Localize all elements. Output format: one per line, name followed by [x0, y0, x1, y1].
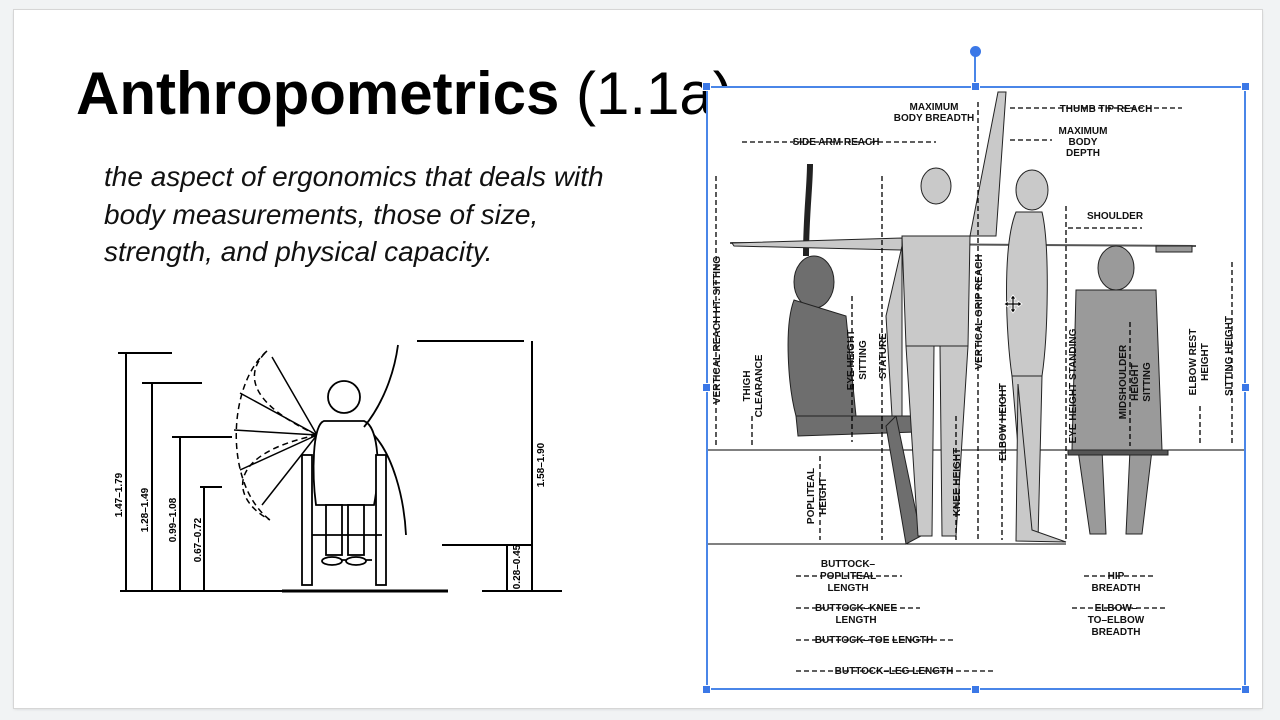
label-elbow-to-elbow-1: ELBOW– [1095, 603, 1138, 614]
label-buttock-knee-2: LENGTH [835, 615, 876, 626]
seated-side-figure [787, 163, 922, 545]
label-hip-breadth-2: BREADTH [1092, 583, 1141, 594]
dim-label-3: 0.99–1.08 [168, 497, 179, 542]
label-thumb-tip-reach: THUMB TIP REACH [1060, 104, 1153, 115]
label-vertical-grip-reach: VERTICAL GRIP REACH [974, 254, 985, 369]
resize-handle-top-right[interactable] [1241, 82, 1250, 91]
dim-label-1: 1.47–1.79 [114, 472, 125, 517]
wheelchair-reach-diagram[interactable]: 1.47–1.79 1.28–1.49 0.99–1.08 0.67–0.72 … [112, 335, 572, 600]
resize-handle-top-center[interactable] [971, 82, 980, 91]
label-midshoulder-1: MIDSHOULDER [1118, 344, 1129, 419]
dim-label-2: 1.28–1.49 [140, 487, 151, 532]
resize-handle-bottom-center[interactable] [971, 685, 980, 694]
label-buttock-popliteal-3: LENGTH [827, 583, 868, 594]
label-elbow-rest-1: ELBOW REST [1188, 329, 1199, 396]
resize-handle-top-left[interactable] [702, 82, 711, 91]
label-shoulder: SHOULDER [1087, 211, 1144, 222]
label-elbow-to-elbow-3: BREADTH [1092, 627, 1141, 638]
label-thigh-clearance-2: CLEARANCE [754, 354, 765, 417]
dim-label-6: 0.28–0.45 [512, 544, 523, 589]
label-elbow-to-elbow-2: TO–ELBOW [1088, 615, 1145, 626]
label-max-body-breadth-1: MAXIMUM [910, 102, 959, 113]
label-midshoulder-3: SITTING [1142, 362, 1153, 402]
seated-rear-figure [1067, 245, 1193, 535]
resize-handle-middle-right[interactable] [1241, 383, 1250, 392]
label-buttock-knee-1: BUTTOCK–KNEE [815, 603, 897, 614]
title-main: Anthropometrics [76, 60, 560, 127]
rotation-stem [974, 52, 976, 88]
label-side-arm-reach: SIDE ARM REACH [793, 137, 880, 148]
resize-handle-middle-left[interactable] [702, 383, 711, 392]
label-max-body-depth-2: BODY [1069, 137, 1098, 148]
resize-handle-bottom-left[interactable] [702, 685, 711, 694]
label-elbow-height: ELBOW HEIGHT [998, 383, 1009, 461]
label-popliteal-height-1: POPLITEAL [806, 468, 817, 524]
rotate-handle[interactable] [970, 46, 981, 57]
label-elbow-rest-2: HEIGHT [1200, 343, 1211, 381]
label-popliteal-height-2: HEIGHT [818, 477, 829, 515]
label-eye-height-sitting-1: EYE HEIGHT [846, 330, 857, 391]
label-buttock-popliteal-2: POPLITEAL [820, 571, 876, 582]
slide-title[interactable]: Anthropometrics (1.1a) [76, 58, 733, 130]
label-sitting-height: SITTING HEIGHT [1224, 316, 1235, 396]
label-max-body-breadth-2: BODY BREADTH [894, 113, 974, 124]
resize-handle-bottom-right[interactable] [1241, 685, 1250, 694]
label-vertical-reach-sitting: VERTICAL REACH HT. SITTING [712, 256, 723, 404]
label-hip-breadth-1: HIP [1108, 571, 1125, 582]
label-max-body-depth-3: DEPTH [1066, 148, 1100, 159]
label-stature: STATURE [878, 333, 889, 379]
label-knee-height: KNEE HEIGHT [952, 448, 963, 516]
anthropometric-measurements-image[interactable]: MAXIMUM BODY BREADTH SIDE ARM REACH THUM… [706, 86, 1246, 680]
label-max-body-depth-1: MAXIMUM [1059, 126, 1108, 137]
side-standing-figure [1006, 169, 1067, 543]
label-eye-height-sitting-2: SITTING [858, 340, 869, 380]
label-buttock-popliteal-1: BUTTOCK– [821, 559, 876, 570]
front-standing-figure [731, 91, 1007, 537]
dim-label-5: 1.58–1.90 [536, 442, 547, 487]
label-midshoulder-2: HEIGHT [1130, 363, 1141, 401]
label-buttock-leg: BUTTOCK–LEG LENGTH [835, 666, 954, 677]
label-buttock-toe: BUTTOCK–TOE LENGTH [815, 635, 934, 646]
label-eye-height-standing: EYE HEIGHT STANDING [1068, 328, 1079, 443]
dim-label-4: 0.67–0.72 [193, 517, 204, 562]
move-cursor-icon [1003, 294, 1023, 314]
label-thigh-clearance-1: THIGH [742, 370, 753, 401]
slide-description[interactable]: the aspect of ergonomics that deals with… [104, 161, 604, 267]
